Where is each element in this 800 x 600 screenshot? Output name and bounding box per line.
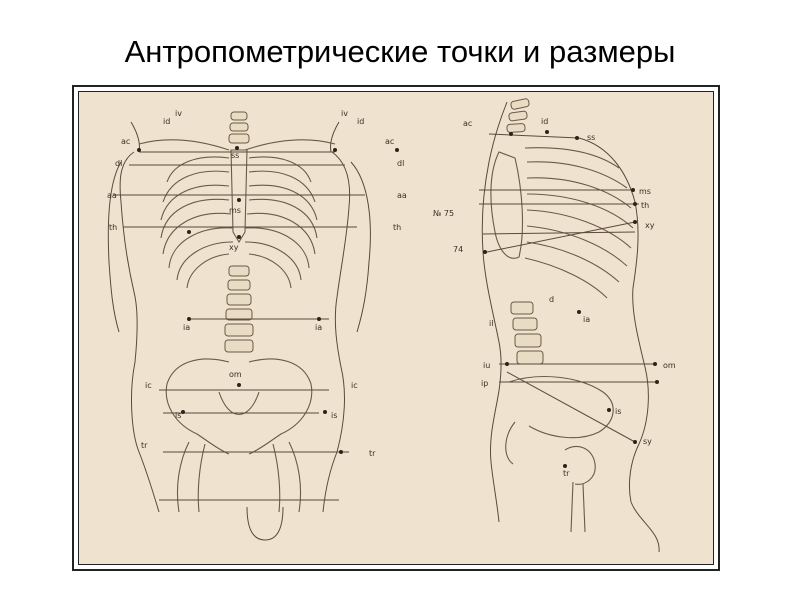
side-label-num75: № 75 bbox=[433, 209, 454, 218]
front-ribs-right bbox=[245, 157, 317, 288]
front-label-th-right: th bbox=[393, 223, 401, 232]
side-label-id: id bbox=[541, 117, 548, 126]
front-label-ic: ic bbox=[145, 381, 152, 390]
side-label-num74: 74 bbox=[453, 245, 463, 254]
front-label-is: is bbox=[175, 411, 181, 420]
illustration-paper: id iv iv id ac ac dl dl ss aa aa ms th t… bbox=[78, 91, 714, 565]
side-measure-lines bbox=[479, 134, 659, 442]
front-label-ms: ms bbox=[229, 206, 241, 215]
side-label-il: il bbox=[489, 319, 493, 328]
front-label-ss: ss bbox=[231, 151, 239, 160]
front-points bbox=[137, 146, 399, 454]
front-arm-right bbox=[351, 162, 370, 332]
anthropometry-diagram: id iv iv id ac ac dl dl ss aa aa ms th t… bbox=[79, 92, 717, 568]
side-label-ac: ac bbox=[463, 119, 472, 128]
side-ribs bbox=[525, 148, 633, 298]
illustration-frame: id iv iv id ac ac dl dl ss aa aa ms th t… bbox=[72, 85, 720, 571]
front-label-ia-right: ia bbox=[315, 323, 322, 332]
side-label-th: th bbox=[641, 201, 649, 210]
side-label-ss: ss bbox=[587, 133, 595, 142]
side-label-xy: xy bbox=[645, 221, 655, 230]
front-label-dl: dl bbox=[115, 159, 122, 168]
side-label-is: is bbox=[615, 407, 621, 416]
side-label-ia: ia bbox=[583, 315, 590, 324]
front-figure: id iv iv id ac ac dl dl ss aa aa ms th t… bbox=[107, 109, 407, 540]
front-label-dl-right: dl bbox=[397, 159, 404, 168]
side-label-ip: ip bbox=[481, 379, 488, 388]
page-title: Антропометрические точки и размеры bbox=[0, 34, 800, 70]
side-label-tr: tr bbox=[563, 469, 570, 478]
front-label-ac: ac bbox=[121, 137, 130, 146]
front-label-iv: iv bbox=[175, 109, 182, 118]
front-clavicle-right bbox=[245, 140, 335, 150]
front-label-aa: aa bbox=[107, 191, 117, 200]
side-label-ms: ms bbox=[639, 187, 651, 196]
front-genital-outline bbox=[247, 507, 283, 540]
side-pelvis bbox=[506, 377, 613, 464]
side-label-om: om bbox=[663, 361, 676, 370]
front-label-xy: xy bbox=[229, 243, 239, 252]
side-spine bbox=[507, 98, 543, 364]
side-femur bbox=[565, 446, 595, 532]
front-label-id-right: id bbox=[357, 117, 364, 126]
front-label-is-right: is bbox=[331, 411, 337, 420]
front-label-aa-right: aa bbox=[397, 191, 407, 200]
side-label-sy: sy bbox=[643, 437, 652, 446]
front-label-iv-right: iv bbox=[341, 109, 348, 118]
front-label-om: om bbox=[229, 370, 242, 379]
front-label-th: th bbox=[109, 223, 117, 232]
front-arm-left bbox=[108, 162, 121, 332]
side-label-iu: iu bbox=[483, 361, 490, 370]
front-label-ac-right: ac bbox=[385, 137, 394, 146]
front-label-ia: ia bbox=[183, 323, 190, 332]
front-ribs-left bbox=[161, 157, 233, 288]
front-label-id: id bbox=[163, 117, 170, 126]
side-scapula bbox=[491, 152, 523, 258]
side-figure: ac id ss ms th xy № 75 74 d ia il iu ip … bbox=[433, 98, 676, 552]
side-label-d: d bbox=[549, 295, 554, 304]
front-label-tr: tr bbox=[141, 441, 148, 450]
front-label-ic-right: ic bbox=[351, 381, 358, 390]
front-label-tr-right: tr bbox=[369, 449, 376, 458]
front-sternum bbox=[231, 150, 247, 242]
front-clavicle-left bbox=[139, 140, 229, 150]
